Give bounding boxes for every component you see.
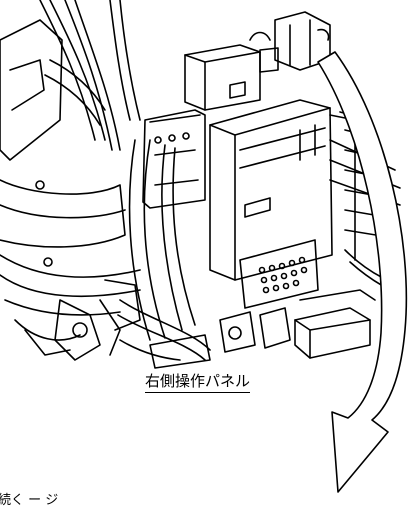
- valve-assembly: [249, 11, 331, 73]
- cropped-text: 続く ー ジ: [0, 493, 59, 508]
- main-panel-box: [209, 99, 383, 281]
- top-block: [184, 44, 261, 111]
- curved-arrow-icon: [317, 51, 408, 493]
- central-hoses: [117, 139, 211, 361]
- panel-caption: 右側操作パネル: [145, 373, 251, 393]
- bottom-parts: [119, 289, 376, 369]
- connector-panel: [239, 239, 319, 309]
- small-control-box: [142, 109, 206, 209]
- left-machine-parts: [0, 0, 141, 361]
